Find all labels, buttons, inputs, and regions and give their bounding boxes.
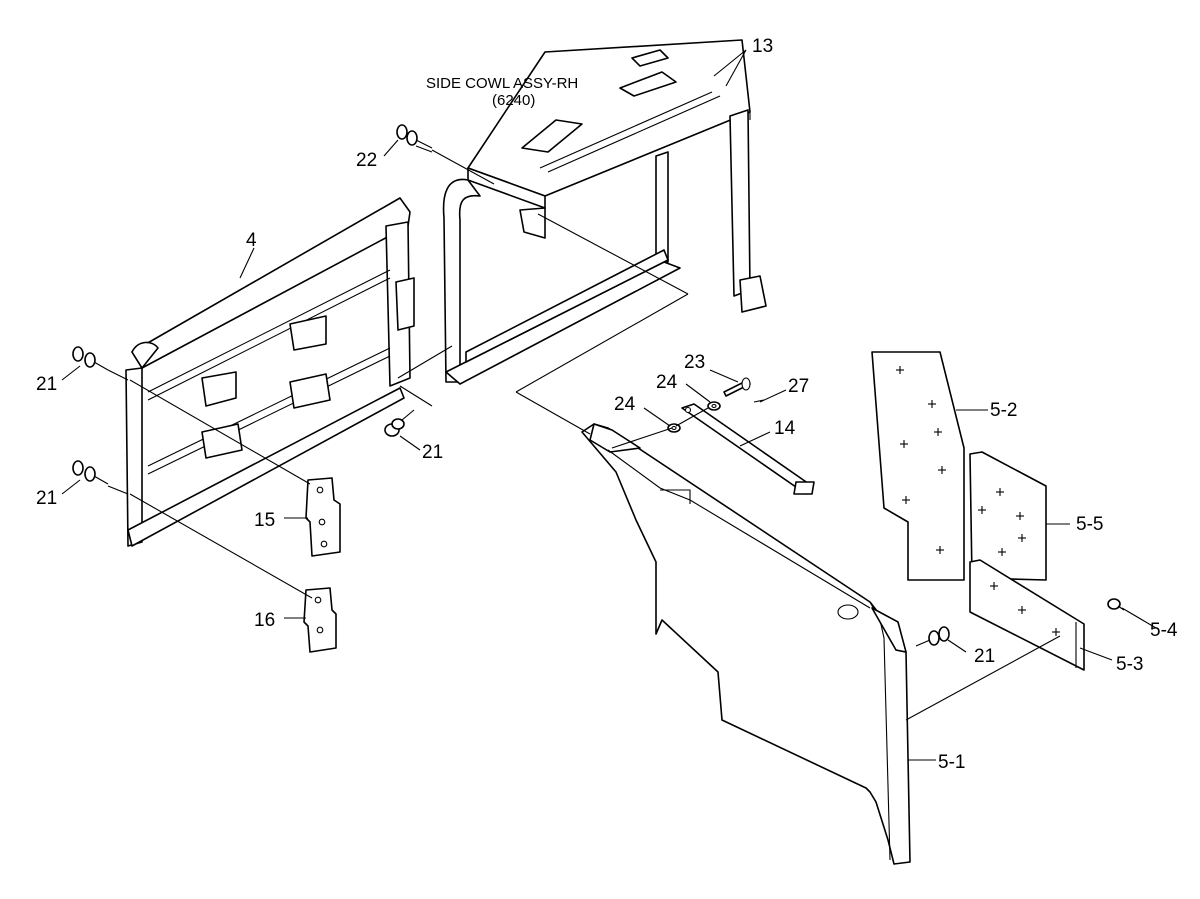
pad-5-3	[969, 559, 1085, 671]
bolt-21-center	[384, 409, 415, 437]
pin-23	[723, 377, 751, 397]
cover-panel-5-1	[581, 423, 911, 865]
rod-14	[681, 403, 815, 495]
bolt-21-upper-left	[72, 346, 109, 371]
callout-5-1: 5-1	[938, 752, 965, 773]
assembly-lines	[107, 149, 1061, 721]
callout-5-4: 5-4	[1150, 620, 1178, 641]
callout-21-lower-left: 21	[36, 488, 57, 509]
fastener-5-4	[1107, 598, 1125, 611]
bracket-15	[305, 477, 341, 557]
callout-5-2: 5-2	[990, 400, 1017, 421]
pad-5-2	[871, 351, 965, 581]
callout-16: 16	[254, 610, 275, 631]
pad-5-5	[969, 451, 1047, 581]
assembly-title-line2: (6240)	[492, 92, 535, 109]
callout-21-upper-left: 21	[36, 374, 57, 395]
panel-frame-4	[125, 197, 415, 547]
callout-22: 22	[356, 150, 377, 171]
callout-5-3: 5-3	[1116, 654, 1143, 675]
bolt-21-lower-left	[72, 460, 109, 485]
callout-21-right: 21	[974, 646, 995, 667]
callout-21-center: 21	[422, 442, 443, 463]
callout-4: 4	[246, 230, 257, 251]
callout-27: 27	[788, 376, 809, 397]
bracket-16	[303, 587, 337, 653]
callout-5-5: 5-5	[1076, 514, 1103, 535]
bolt-21-right	[915, 626, 950, 647]
assembly-title-line1: SIDE COWL ASSY-RH	[426, 75, 578, 92]
side-cowl-frame	[442, 39, 767, 385]
bolt-22	[396, 124, 433, 153]
callout-14: 14	[774, 418, 796, 439]
callout-13: 13	[752, 36, 773, 57]
callout-23: 23	[684, 352, 705, 373]
leader-lines	[61, 49, 1157, 761]
callout-24-upper: 24	[656, 372, 678, 393]
callout-15: 15	[254, 510, 275, 531]
callout-24-lower: 24	[614, 394, 636, 415]
